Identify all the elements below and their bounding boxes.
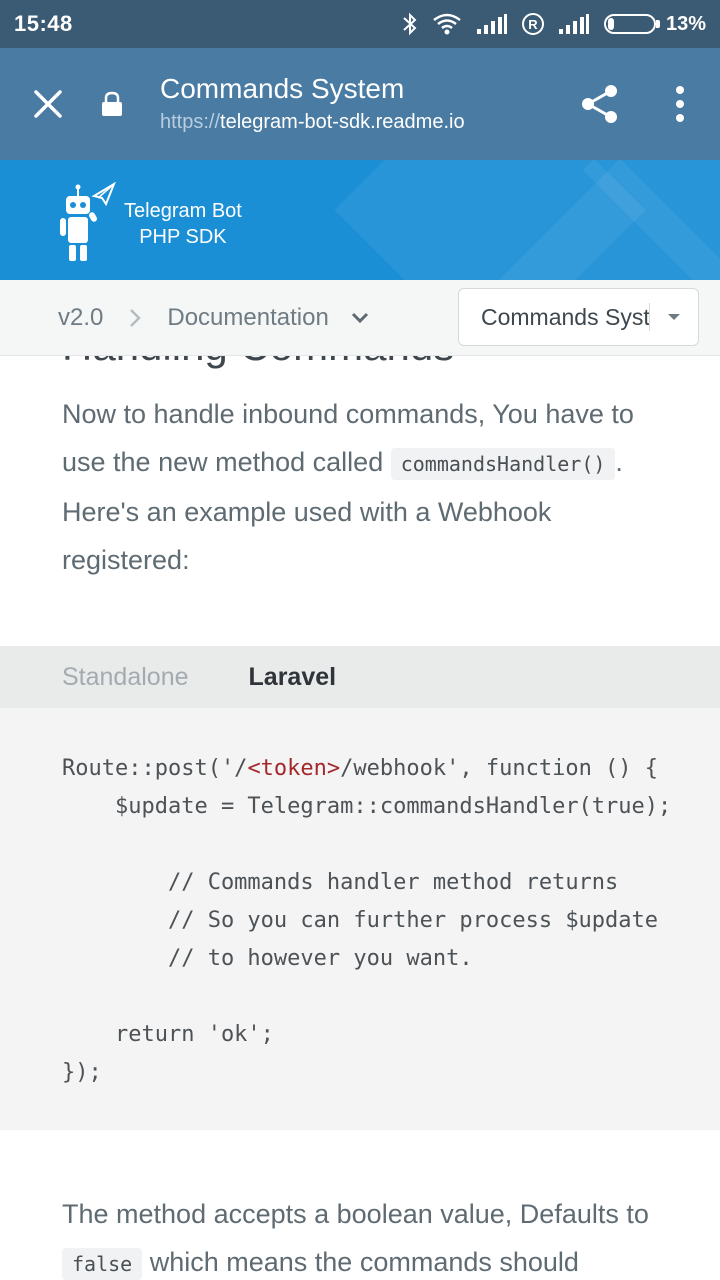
inline-code-false: false [62, 1248, 143, 1280]
chevron-right-icon [129, 308, 142, 328]
more-options-button[interactable] [640, 48, 720, 160]
code-line: }); [62, 1060, 102, 1085]
battery-icon: 13% [603, 12, 706, 36]
code-line: // to however you want. [62, 946, 473, 971]
share-icon [582, 85, 617, 123]
main-content: Handling Commands Now to handle inbound … [0, 356, 720, 1280]
logo-text: Telegram Bot PHP SDK [124, 198, 242, 250]
status-icons: R 13% [402, 12, 706, 36]
close-button[interactable] [0, 48, 96, 160]
battery-percent: 13% [665, 12, 706, 35]
breadcrumb-version[interactable]: v2.0 [58, 303, 104, 331]
close-icon [34, 90, 62, 118]
url-scheme: https:// [160, 111, 221, 133]
roaming-icon: R [521, 13, 544, 35]
method-paragraph: The method accepts a boolean value, Defa… [62, 1190, 682, 1280]
intro-text-after: . Here's an example used with a Webhook … [62, 447, 623, 575]
code-block: Route::post('/<token>/webhook', function… [0, 708, 720, 1130]
code-line: // Commands handler method returns [62, 870, 619, 895]
page-title: Commands System [160, 73, 405, 104]
page-select-value: Commands System [481, 303, 649, 330]
tab-laravel[interactable]: Laravel [248, 662, 337, 691]
wifi-icon [433, 13, 461, 35]
page-select[interactable]: Commands System [458, 288, 699, 346]
breadcrumb-section-label: Documentation [167, 303, 329, 331]
method-text-before: The method accepts a boolean value, Defa… [62, 1199, 649, 1229]
code-lines: Route::post('/<token>/webhook', function… [62, 750, 682, 1092]
chevron-down-icon [351, 312, 368, 323]
page-title-area[interactable]: Commands System https://telegram-bot-sdk… [160, 72, 560, 136]
logo-line1: Telegram Bot [124, 200, 242, 222]
code-tabs: Standalone Laravel [0, 646, 720, 708]
inline-code: commandsHandler() [390, 448, 616, 480]
page-select-divider [649, 303, 650, 331]
tab-standalone[interactable]: Standalone [62, 662, 189, 691]
code-line: ​ [62, 826, 682, 864]
code-line: return 'ok'; [62, 1022, 274, 1047]
status-bar: 15:48 R 13% [0, 0, 720, 48]
site-logo[interactable]: Telegram Bot PHP SDK [58, 182, 242, 266]
signal-icon [558, 14, 589, 34]
code-line: $update = Telegram::commandsHandler(true… [62, 794, 672, 819]
signal-icon [476, 14, 507, 34]
code-line: // So you can further process $update [62, 908, 659, 933]
url-text: https://telegram-bot-sdk.readme.io [160, 108, 560, 136]
bluetooth-icon [403, 12, 417, 36]
code-token: <token> [247, 756, 341, 781]
site-banner: Telegram Bot PHP SDK [0, 160, 720, 280]
dropdown-arrow-icon [650, 313, 698, 321]
code-line: ​ [62, 978, 682, 1016]
robot-logo-icon [60, 182, 116, 261]
browser-toolbar: Commands System https://telegram-bot-sdk… [0, 48, 720, 160]
code-line: Route::post('/<token>/webhook', function… [62, 756, 659, 781]
url-host: telegram-bot-sdk.readme.io [220, 111, 465, 133]
lock-icon [102, 91, 122, 116]
intro-text-before: Now to handle inbound commands, You have… [62, 399, 634, 477]
section-heading: Handling Commands [62, 356, 454, 370]
logo-line2: PHP SDK [139, 226, 227, 248]
share-button[interactable] [560, 48, 640, 160]
security-lock[interactable] [96, 48, 128, 160]
status-time: 15:48 [14, 11, 73, 36]
method-text-after: which means the commands should [142, 1247, 579, 1277]
breadcrumb-section[interactable]: Documentation [167, 304, 368, 332]
breadcrumb: v2.0 Documentation Commands System [0, 280, 720, 356]
more-vert-icon [676, 86, 684, 122]
intro-paragraph: Now to handle inbound commands, You have… [62, 390, 682, 584]
